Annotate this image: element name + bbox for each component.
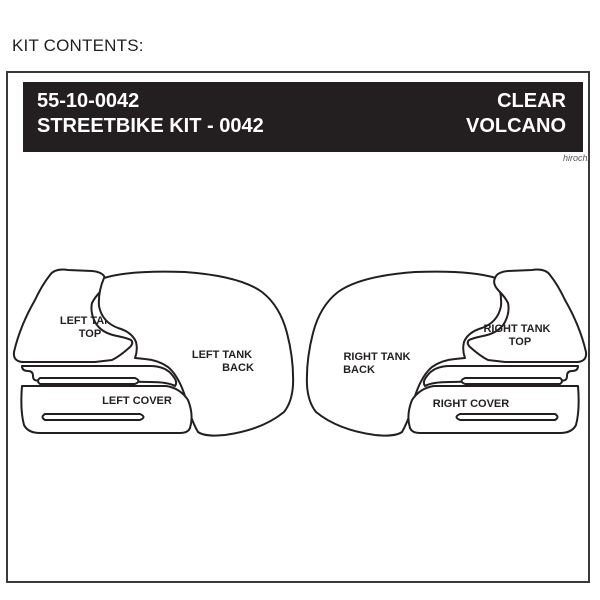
left-cover-label: LEFT COVER (102, 395, 172, 407)
right-tank-back-label-1: RIGHT TANK (343, 351, 410, 363)
kit-diagram-frame (6, 71, 590, 583)
kit-contents-heading: KIT CONTENTS: (12, 36, 144, 55)
right-tank-top-pad: RIGHT TANK TOP (466, 268, 588, 363)
kit-header-bar: 55-10-0042 STREETBIKE KIT - 0042 CLEAR V… (23, 82, 583, 152)
right-tank-back-pad: RIGHT TANK BACK (305, 270, 503, 437)
left-tank-back-pad: LEFT TANK BACK (97, 270, 295, 437)
left-tank-back-label-1: LEFT TANK (192, 349, 252, 361)
part-number: 55-10-0042 (37, 90, 140, 112)
right-tank-back-label-2: BACK (343, 364, 375, 376)
left-cover-pad: LEFT COVER (20, 365, 193, 434)
right-tank-top-label-1: RIGHT TANK (483, 323, 550, 335)
right-cover-label: RIGHT COVER (433, 398, 509, 410)
finish-label: CLEAR (497, 90, 566, 112)
left-tank-back-label-2: BACK (222, 362, 254, 374)
right-tank-top-label-2: TOP (509, 336, 531, 348)
kit-name: STREETBIKE KIT - 0042 (37, 115, 264, 137)
right-cover-pad: RIGHT COVER (407, 365, 580, 434)
left-tank-top-label-2: TOP (79, 328, 101, 340)
style-label: VOLCANO (466, 115, 566, 137)
watermark: hirochi (563, 153, 590, 163)
